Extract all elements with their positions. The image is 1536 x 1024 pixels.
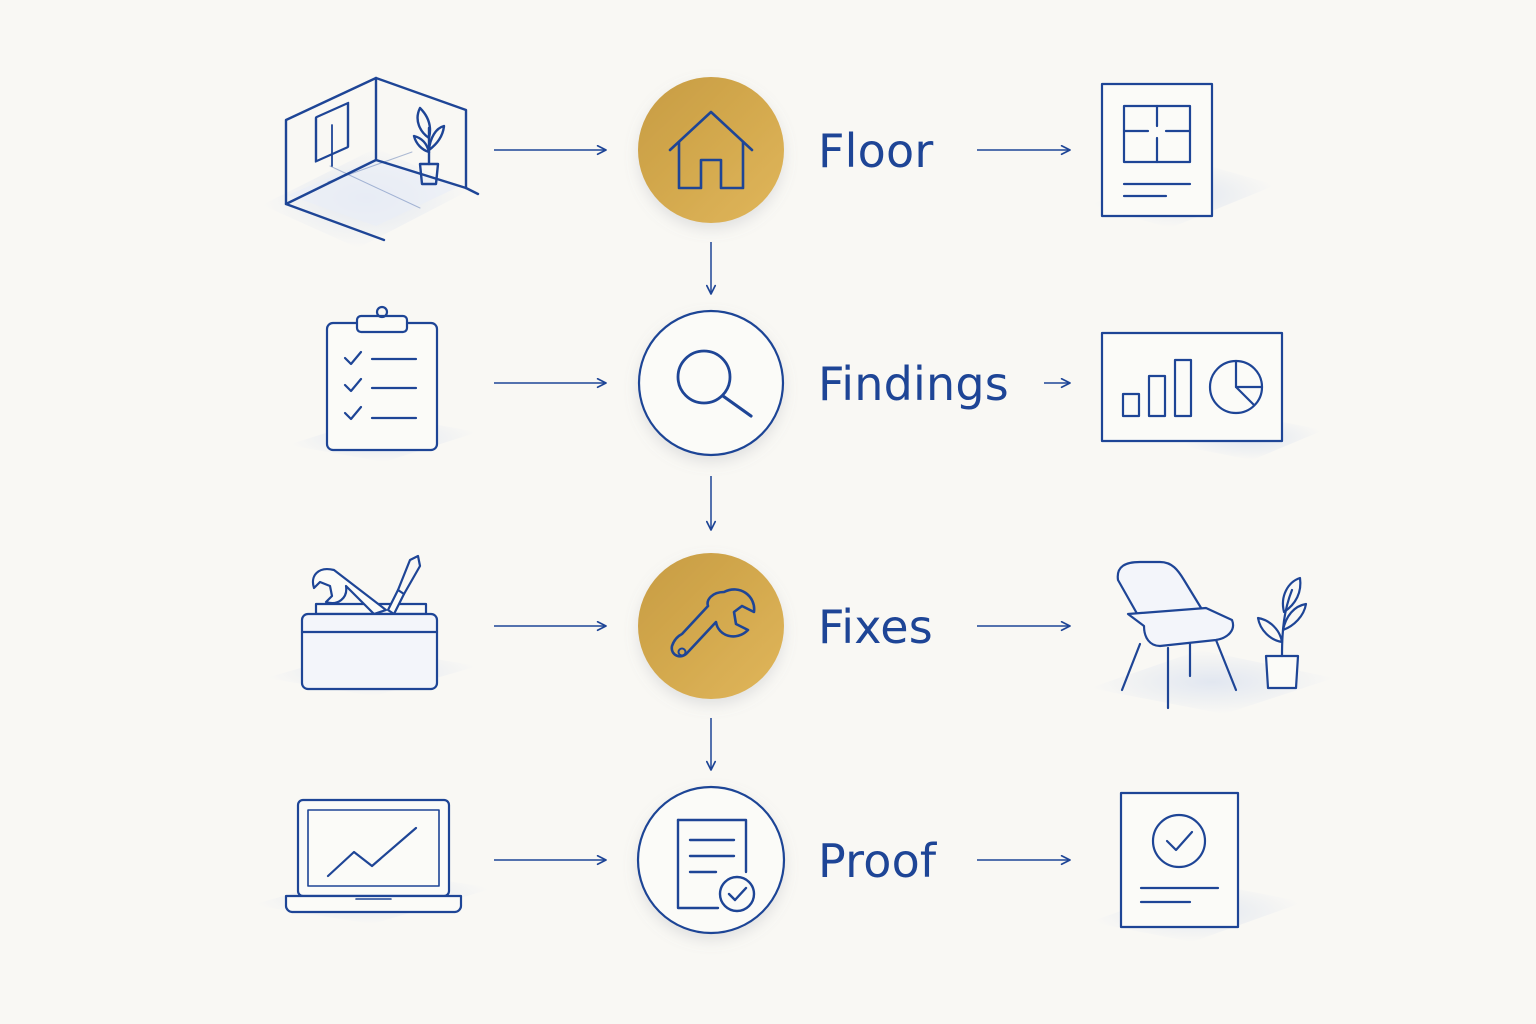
input-room-corner-icon [262,76,480,248]
input-toolbox-icon [266,554,478,696]
magnifier-icon [676,349,753,418]
stage-label-fixes: Fixes [818,600,933,654]
hub-fixes[interactable] [638,553,784,699]
input-laptop-chart-icon [252,798,494,924]
hub-proof[interactable] [636,785,786,935]
output-analytics-board-icon [1100,331,1324,460]
output-certificate-check-icon [1090,791,1304,942]
output-chair-and-plant-icon [1090,560,1334,714]
house-icon [668,110,754,190]
wrench-icon [670,588,756,658]
document-check-icon [676,818,756,913]
output-floor-plan-document-icon [1090,82,1276,228]
stage-label-floor: Floor [818,124,934,178]
stage-label-findings: Findings [818,357,1009,411]
hub-floor[interactable] [638,77,784,223]
stage-label-proof: Proof [818,834,937,888]
hub-findings[interactable] [637,309,785,457]
input-checklist-clipboard-icon [288,305,478,462]
